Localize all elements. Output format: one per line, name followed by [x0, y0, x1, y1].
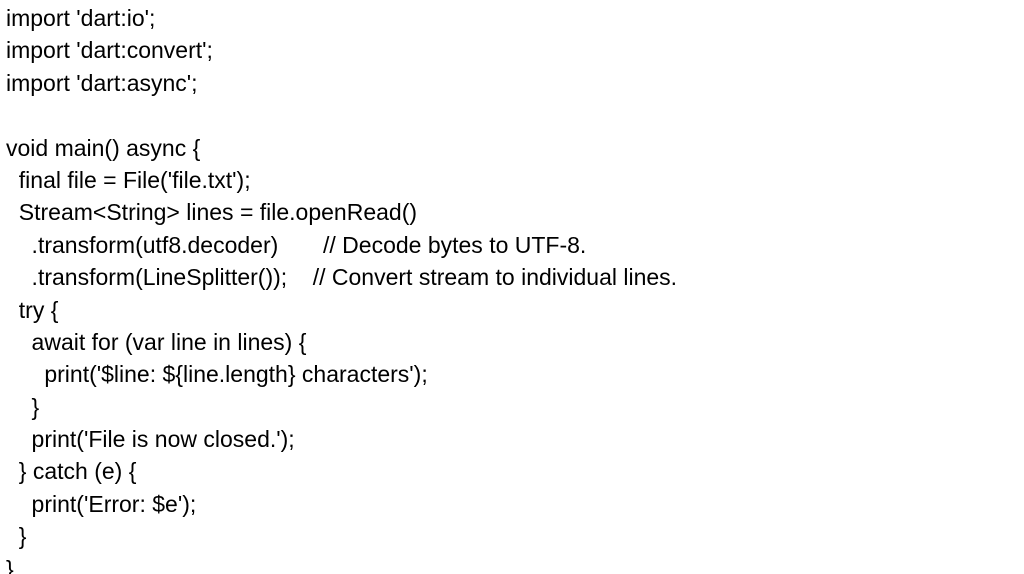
code-line-blank — [6, 99, 677, 131]
code-line: try { — [6, 296, 59, 323]
code-line: Stream<String> lines = file.openRead() — [6, 199, 418, 226]
code-line: } — [6, 555, 14, 574]
code-block: import 'dart:io'; import 'dart:convert';… — [6, 2, 677, 574]
code-line: } — [6, 393, 40, 420]
code-line: print('File is now closed.'); — [6, 426, 295, 453]
code-line: .transform(LineSplitter()); // Convert s… — [6, 264, 678, 291]
code-line: print('Error: $e'); — [6, 490, 197, 517]
code-line: .transform(utf8.decoder) // Decode bytes… — [6, 231, 587, 258]
code-line: print('$line: ${line.length} characters'… — [6, 361, 428, 388]
code-line: } — [6, 523, 27, 550]
code-line: import 'dart:convert'; — [6, 37, 213, 64]
code-line: void main() async { — [6, 134, 201, 161]
code-line: } catch (e) { — [6, 458, 137, 485]
code-line: import 'dart:io'; — [6, 5, 156, 31]
code-line: final file = File('file.txt'); — [6, 166, 251, 193]
code-line: await for (var line in lines) { — [6, 328, 307, 355]
code-line: import 'dart:async'; — [6, 69, 198, 96]
